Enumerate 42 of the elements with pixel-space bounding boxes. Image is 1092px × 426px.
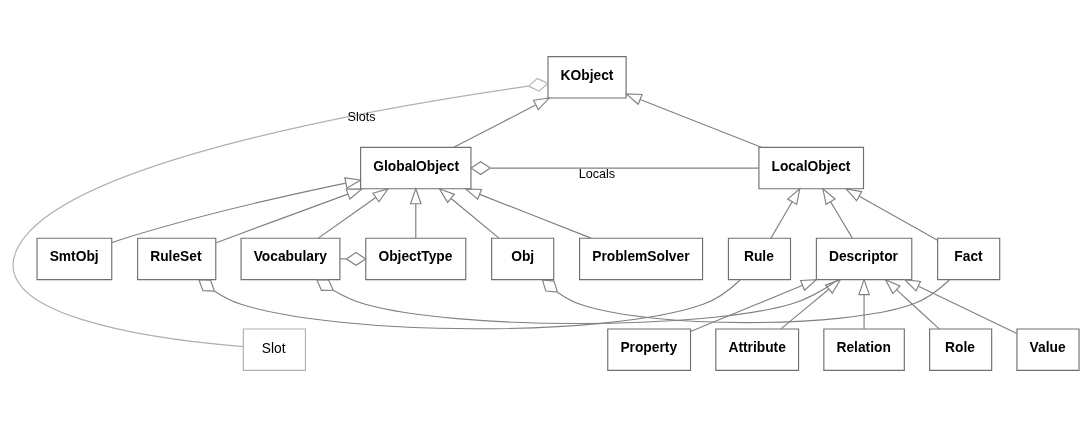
node-box: RuleSet <box>137 237 217 280</box>
connector <box>198 278 741 329</box>
node-box: Obj <box>491 237 555 280</box>
node-box: Fact <box>937 237 1001 280</box>
node-box: Value <box>1016 327 1080 371</box>
arrow <box>624 92 763 148</box>
node-box: Role <box>929 327 993 371</box>
edge-label: Locals <box>578 166 616 181</box>
node-box: Vocabulary <box>240 237 341 280</box>
arrow <box>903 278 1018 334</box>
node-box: Property <box>607 327 692 371</box>
connector <box>13 77 549 347</box>
arrow <box>453 96 551 148</box>
arrow <box>464 187 592 239</box>
arrow <box>858 277 871 329</box>
node-box: ObjectType <box>365 237 467 280</box>
arrow <box>409 186 422 239</box>
node-box: ProblemSolver <box>579 237 704 280</box>
node-box: SmtObj <box>36 237 113 280</box>
arrow <box>844 187 939 241</box>
arrow <box>215 187 364 243</box>
connector <box>339 251 367 266</box>
node-box: Attribute <box>715 327 800 371</box>
node-box: Descriptor <box>815 237 913 280</box>
arrow <box>111 176 363 243</box>
arrow <box>770 186 801 239</box>
node-box: Rule <box>727 237 792 280</box>
node-box: Slot <box>242 327 306 371</box>
connector <box>541 278 950 323</box>
arrow <box>690 278 818 332</box>
arrow <box>780 278 842 329</box>
node-box: KObject <box>547 55 627 99</box>
connector <box>469 160 760 175</box>
arrow <box>317 187 390 239</box>
node-box: Relation <box>823 327 905 371</box>
edge-label: Slots <box>347 109 376 124</box>
arrow <box>884 277 940 329</box>
arrow <box>822 186 853 239</box>
arrow <box>438 187 500 239</box>
node-box: GlobalObject <box>360 146 472 189</box>
connector <box>315 278 839 324</box>
node-box: LocalObject <box>758 146 865 189</box>
